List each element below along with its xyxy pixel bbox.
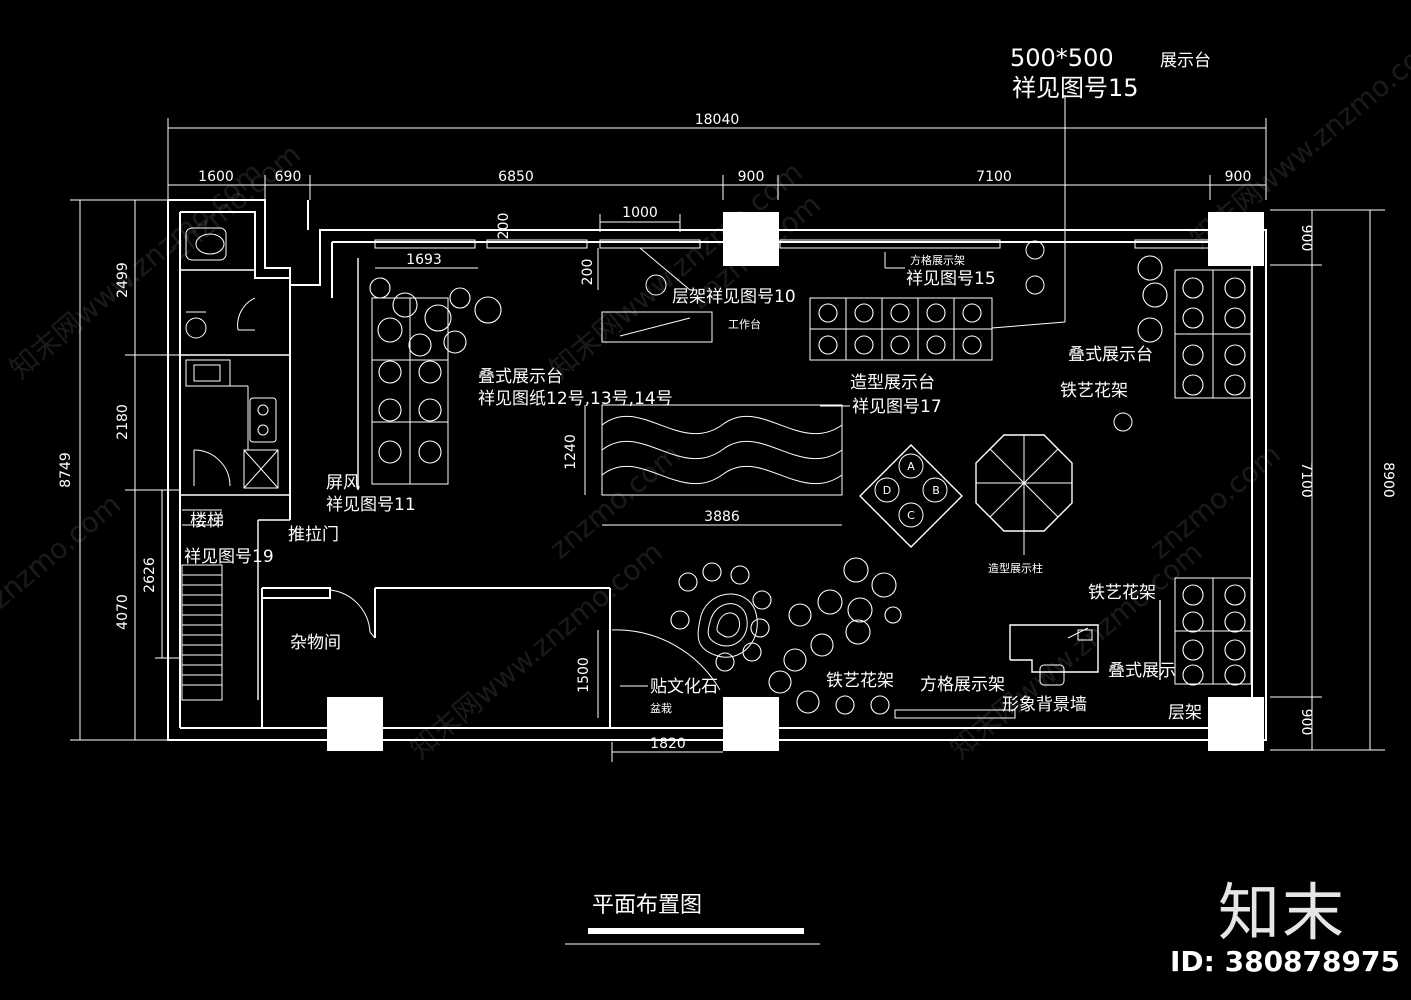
left-dimensions: 8749 2499 2180 4070 2626 — [58, 199, 180, 741]
dim-3886: 3886 — [704, 509, 740, 525]
drawing-title-block: 平面布置图 — [565, 893, 820, 945]
columns — [327, 212, 1264, 751]
dim-200-b: 200 — [580, 259, 596, 286]
diamond-label-b: B — [932, 484, 940, 497]
dim-top-seg-2: 690 — [275, 169, 302, 185]
label-display-500-ref: 祥见图号15 — [1012, 74, 1139, 102]
outer-walls — [167, 199, 1267, 741]
dim-1240: 1240 — [563, 434, 579, 470]
label-screen: 屏风 — [326, 473, 360, 493]
dim-1500: 1500 — [576, 657, 592, 693]
label-display-500: 500*500 — [1010, 44, 1114, 72]
label-screen-ref: 祥见图号11 — [326, 495, 416, 515]
label-stack-display-left-ref: 祥见图纸12号,13号,14号 — [478, 389, 673, 409]
watermark-text: znzmo.com — [0, 487, 127, 615]
left-stack-display — [357, 258, 449, 490]
label-workbench: 工作台 — [728, 317, 761, 331]
watermark-text: 知末网www.znzmo.com — [403, 535, 668, 765]
annotations: 500*500 展示台 祥见图号15 层架祥见图号10 工作台 方格展示架 祥见… — [184, 44, 1211, 723]
label-stack-display-right: 叠式展示台 — [1068, 345, 1153, 365]
workbench — [601, 274, 713, 343]
dim-left-seg-3: 4070 — [115, 594, 131, 630]
dim-top-seg-6: 900 — [1225, 169, 1252, 185]
label-shaped-column: 造型展示柱 — [988, 561, 1043, 575]
brand-logo: 知末 — [1218, 876, 1347, 949]
label-layer-shelf: 层架 — [1168, 703, 1202, 723]
shelves: 1000 200 200 1693 — [374, 205, 1226, 719]
label-grid-shelf-bottom: 方格展示架 — [920, 675, 1005, 695]
label-culture-stone-note: 盆栽 — [650, 701, 672, 715]
label-image-wall: 形象背景墙 — [1002, 695, 1087, 715]
label-culture-stone: 贴文化石 — [650, 677, 718, 697]
label-shaped-display: 造型展示台 — [850, 373, 935, 393]
dim-1820: 1820 — [650, 736, 686, 752]
label-grid-shelf-top: 方格展示架 — [910, 253, 965, 267]
diamond-label-d: D — [883, 484, 891, 497]
culture-stone — [697, 593, 758, 658]
label-display-500-suffix: 展示台 — [1160, 51, 1211, 71]
label-stairs-ref: 祥见图号19 — [184, 547, 274, 567]
label-stairs: 楼梯 — [190, 511, 224, 531]
column — [1208, 697, 1264, 751]
plants — [369, 255, 1246, 715]
dim-right-seg-3: 900 — [1298, 709, 1314, 736]
diamond-display: A B C D — [859, 444, 963, 548]
dim-1000: 1000 — [622, 205, 658, 221]
column — [1208, 212, 1264, 266]
label-iron-flower-stand-3: 铁艺花架 — [826, 671, 894, 691]
dim-left-seg-1: 2499 — [115, 262, 131, 298]
watermark-layer: 知末网www.znzmo.com znzmo.com 知末网www.znzmo.… — [0, 25, 1411, 765]
title-underline-thick — [588, 928, 804, 934]
diamond-label-c: C — [907, 509, 915, 522]
dim-right-total: 8900 — [1380, 462, 1396, 498]
wavy-display: 1240 3886 — [563, 404, 843, 526]
dim-top-seg-4: 900 — [738, 169, 765, 185]
top-dimensions: 18040 1600 690 6850 900 7100 900 — [167, 112, 1267, 200]
dim-right-seg-1: 900 — [1298, 225, 1314, 252]
dim-200-a: 200 — [496, 213, 512, 240]
service-rooms — [180, 227, 290, 701]
storage-room — [261, 587, 721, 728]
dim-top-seg-3: 6850 — [498, 169, 534, 185]
top-grid-display — [809, 95, 1066, 361]
dim-left-total: 8749 — [58, 452, 74, 488]
dim-total-width: 18040 — [695, 112, 740, 128]
label-grid-shelf-top-ref: 祥见图号15 — [906, 269, 996, 289]
label-stack-display-left: 叠式展示台 — [478, 367, 563, 387]
reception-desk — [1009, 624, 1099, 686]
label-stack-display-right-2: 叠式展示 — [1108, 661, 1176, 681]
octagon-column — [975, 434, 1073, 555]
label-iron-flower-stand-1: 铁艺花架 — [1060, 381, 1128, 401]
label-sliding-door: 推拉门 — [288, 525, 339, 545]
bottom-dimensions: 1500 1820 — [576, 630, 723, 762]
dim-right-seg-2: 7100 — [1298, 462, 1314, 498]
dim-left-seg-2: 2180 — [115, 404, 131, 440]
image-id: ID: 380878975 — [1170, 945, 1400, 978]
right-dimensions: 8900 900 7100 900 — [1270, 209, 1396, 751]
label-storage: 杂物间 — [290, 633, 341, 653]
column — [723, 697, 779, 751]
right-stack-displays — [1113, 269, 1252, 685]
label-shelf-10: 层架祥见图号10 — [672, 287, 796, 307]
watermark-text: znzmo.com — [163, 137, 307, 265]
dim-top-seg-5: 7100 — [976, 169, 1012, 185]
drawing-title: 平面布置图 — [592, 893, 702, 918]
watermark-text: 知末网www.znzmo.com — [943, 535, 1208, 765]
dim-1693: 1693 — [406, 252, 442, 268]
label-shaped-display-ref: 祥见图号17 — [852, 397, 942, 417]
diamond-label-a: A — [907, 460, 915, 473]
dim-top-seg-1: 1600 — [198, 169, 234, 185]
column — [723, 212, 779, 266]
column — [327, 697, 383, 751]
label-iron-flower-stand-2: 铁艺花架 — [1088, 583, 1156, 603]
dim-left-seg-4: 2626 — [142, 557, 158, 593]
